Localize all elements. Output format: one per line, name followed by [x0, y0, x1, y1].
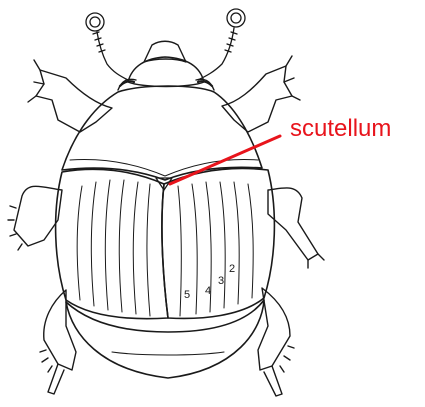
stria-numbers: 2 3 4 5 — [184, 263, 235, 301]
callout-label: scutellum — [290, 115, 391, 142]
callout-pointer-line — [170, 136, 280, 184]
scutellum-callout: scutellum — [170, 115, 391, 184]
stria-number-4: 4 — [205, 285, 211, 297]
pronotum — [62, 86, 262, 180]
stria-number-2: 2 — [229, 263, 235, 275]
head — [118, 41, 214, 90]
antennae — [86, 9, 245, 80]
stria-number-3: 3 — [218, 275, 224, 287]
elytra — [56, 169, 275, 319]
stria-number-5: 5 — [184, 289, 190, 301]
